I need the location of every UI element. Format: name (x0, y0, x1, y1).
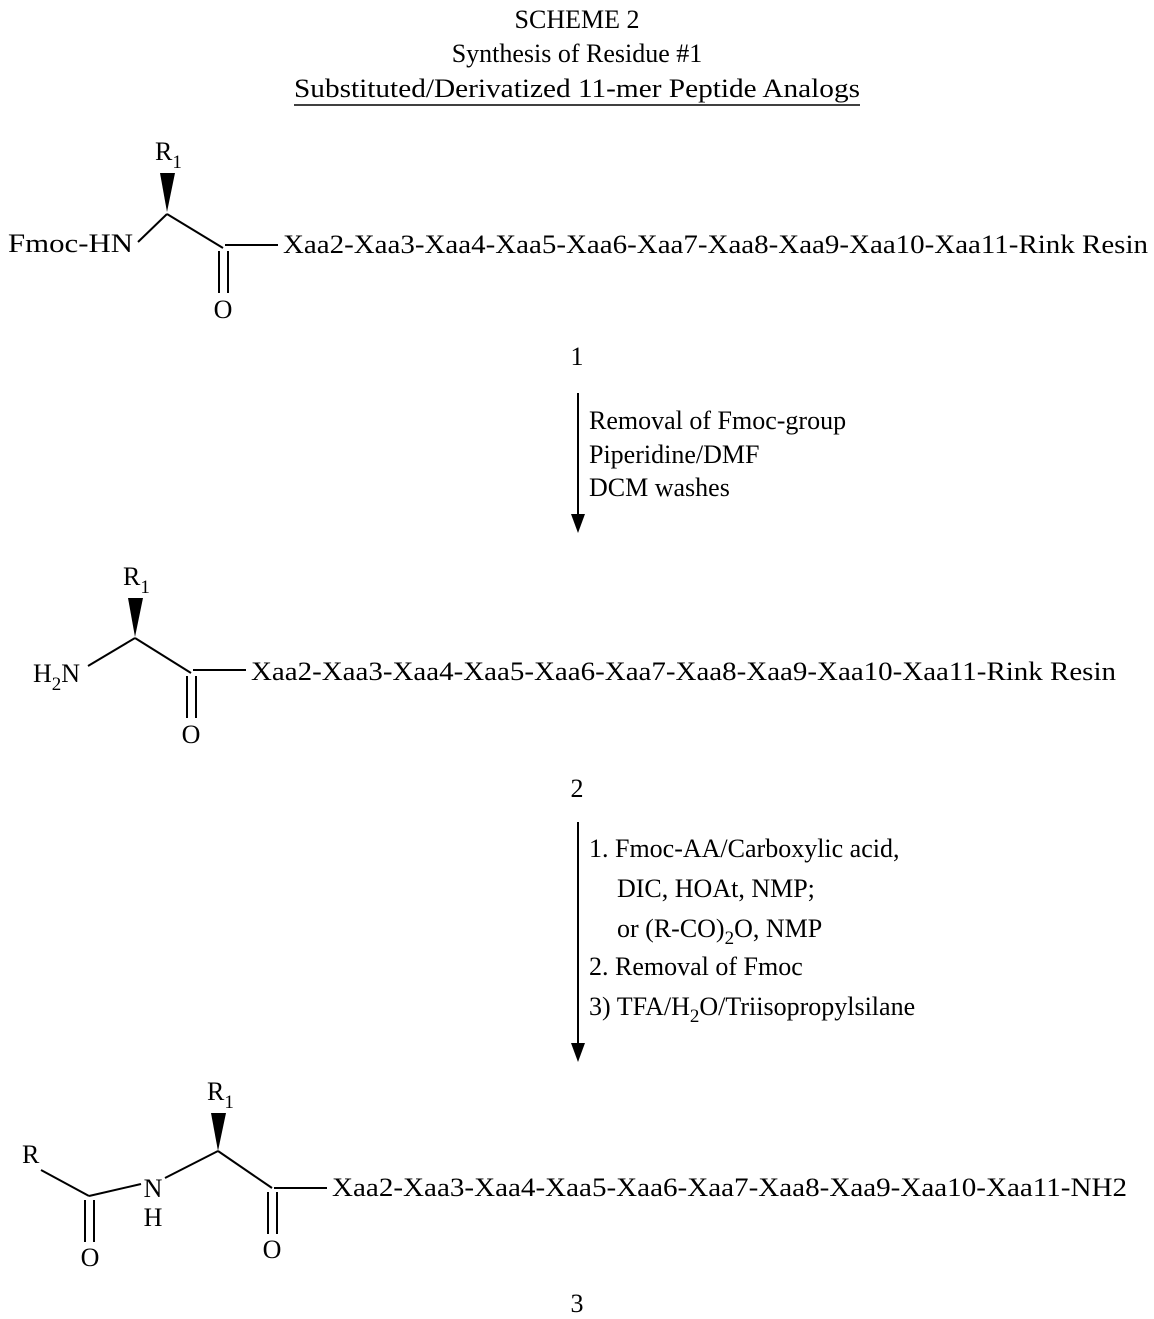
reaction-arrow-1: Removal of Fmoc-group Piperidine/DMF DCM… (571, 393, 846, 533)
r1-letter: R (155, 137, 173, 166)
step-3-suffix: O/Triisopropylsilane (699, 992, 915, 1021)
arrow-2-step-3: 3) TFA/H2O/Triisopropylsilane (589, 992, 915, 1027)
amine-n: N (61, 659, 80, 688)
r1-letter: R (207, 1077, 225, 1106)
amide-hydrogen-label: H (144, 1203, 163, 1232)
wedge-bond (160, 173, 175, 212)
arrow-1-condition-1: Removal of Fmoc-group (589, 406, 846, 435)
alpha-carbonyl-bond (134, 637, 192, 674)
arrow-1-condition-2: Piperidine/DMF (589, 440, 759, 469)
step-3-prefix: 3) TFA/H (589, 992, 690, 1021)
r1-letter: R (123, 562, 141, 591)
acyl-r-label: R (22, 1140, 40, 1169)
amide-cn-bond (88, 1183, 142, 1197)
amide-nitrogen-label: N (144, 1174, 163, 1203)
carbonyl-oxygen-label: O (263, 1235, 282, 1264)
r1-subscript: 1 (224, 1092, 234, 1113)
wedge-bond (128, 598, 143, 637)
r1-subscript: 1 (172, 152, 182, 173)
amine-bond (87, 637, 136, 667)
reaction-arrow-2: 1. Fmoc-AA/Carboxylic acid, DIC, HOAt, N… (571, 822, 915, 1062)
arrow-1-condition-3: DCM washes (589, 473, 730, 502)
fmoc-amine-label: Fmoc-HN (8, 229, 133, 258)
wedge-bond (211, 1113, 226, 1151)
scheme-subtitle: Synthesis of Residue #1 (452, 39, 703, 68)
structure-2-number: 2 (571, 774, 584, 803)
step-3-subscript: 2 (690, 1006, 700, 1027)
structure-3: R1 R O N H O Xaa2-Xaa3-Xaa4-Xaa5-Xaa6-Xa… (22, 1077, 1127, 1318)
r1-substituent-label: R1 (155, 137, 182, 173)
structure-2: R1 H2N O Xaa2-Xaa3-Xaa4-Xaa5-Xaa6-Xaa7-X… (33, 562, 1116, 803)
r1-substituent-label: R1 (123, 562, 150, 598)
step-1c-suffix: O, NMP (734, 914, 822, 943)
peptide-chain-label: Xaa2-Xaa3-Xaa4-Xaa5-Xaa6-Xaa7-Xaa8-Xaa9-… (251, 657, 1116, 686)
r1-subscript: 1 (140, 577, 150, 598)
carbonyl-oxygen-label: O (182, 720, 201, 749)
alpha-carbonyl-bond (166, 213, 224, 249)
free-amine-label: H2N (33, 659, 80, 695)
amide-n-alpha-bond (164, 1150, 219, 1179)
arrow-head (571, 1043, 585, 1062)
scheme-title: SCHEME 2 Synthesis of Residue #1 Substit… (294, 5, 860, 106)
scheme-number: SCHEME 2 (515, 5, 640, 34)
arrow-2-step-2: 2. Removal of Fmoc (589, 952, 803, 981)
structure-1-number: 1 (571, 342, 584, 371)
peptide-chain-label: Xaa2-Xaa3-Xaa4-Xaa5-Xaa6-Xaa7-Xaa8-Xaa9-… (283, 230, 1148, 259)
amine-h-subscript: 2 (52, 674, 62, 695)
arrow-2-step-1b: DIC, HOAt, NMP; (617, 874, 815, 903)
amine-h: H (33, 659, 52, 688)
acyl-oxygen-label: O (81, 1243, 100, 1272)
alpha-carbonyl-bond (217, 1150, 273, 1189)
peptide-chain-label: Xaa2-Xaa3-Xaa4-Xaa5-Xaa6-Xaa7-Xaa8-Xaa9-… (332, 1173, 1127, 1202)
structure-1: R1 Fmoc-HN O Xaa2-Xaa3-Xaa4-Xaa5-Xaa6-Xa… (8, 137, 1148, 371)
step-1c-subscript: 2 (725, 928, 735, 949)
arrow-head (571, 514, 585, 533)
arrow-2-step-1: 1. Fmoc-AA/Carboxylic acid, (589, 834, 900, 863)
r1-substituent-label: R1 (207, 1077, 234, 1113)
step-1c-prefix: or (R-CO) (617, 914, 725, 943)
carbonyl-oxygen-label: O (214, 295, 233, 324)
structure-3-number: 3 (571, 1289, 584, 1318)
amine-bond (137, 213, 168, 243)
arrow-2-step-1c: or (R-CO)2O, NMP (617, 914, 822, 949)
acyl-bond (40, 1169, 90, 1197)
scheme-subtitle-2: Substituted/Derivatized 11-mer Peptide A… (294, 74, 860, 103)
